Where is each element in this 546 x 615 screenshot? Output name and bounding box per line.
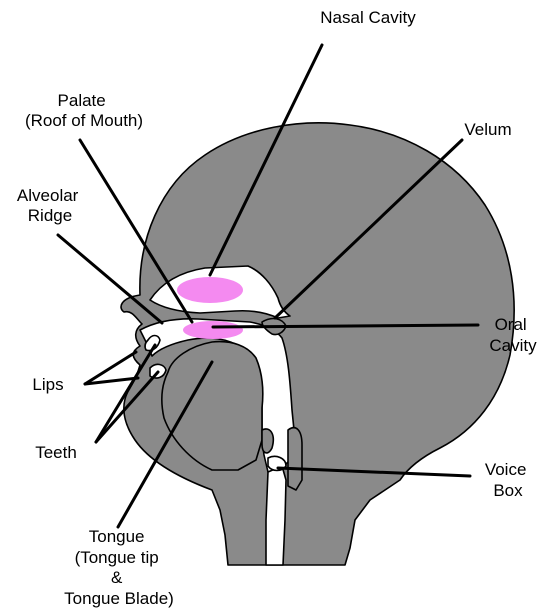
oral-cavity-highlight <box>183 321 243 339</box>
alveolar-ridge-label: Alveolar Ridge <box>17 186 83 225</box>
head-silhouette <box>121 123 514 565</box>
velum-label: Velum <box>464 120 511 139</box>
voice-box-label: Voice Box <box>485 460 531 500</box>
trachea-space <box>266 466 286 565</box>
lips-label: Lips <box>32 375 63 394</box>
tongue-label: Tongue (Tongue tip & Tongue Blade) <box>64 527 174 608</box>
teeth-label: Teeth <box>35 443 77 462</box>
nasal-cavity-highlight <box>177 277 243 303</box>
larynx-right-wall <box>288 428 302 490</box>
oral-cavity-pointer <box>213 325 478 327</box>
epiglottis <box>262 429 273 453</box>
nasal-cavity-label: Nasal Cavity <box>320 8 416 27</box>
palate-label: Palate (Roof of Mouth) <box>25 91 143 130</box>
